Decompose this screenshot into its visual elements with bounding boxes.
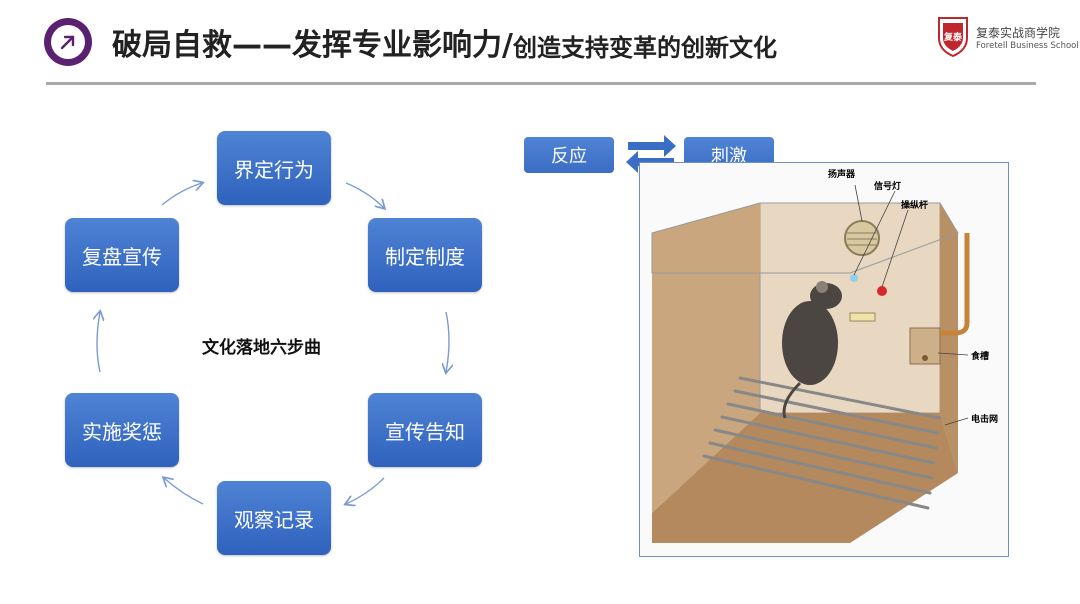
response-label: 反应 xyxy=(524,137,614,173)
annot-lever: 操纵杆 xyxy=(901,199,928,211)
cycle-arrow-5 xyxy=(164,478,204,505)
school-logo: 复泰 复泰实战商学院 Foretell Business School xyxy=(936,14,1079,62)
annot-electric-grid: 电击网 xyxy=(971,413,998,425)
annot-food-tray: 食槽 xyxy=(970,350,989,362)
page-title: 破局自救——发挥专业影响力/ 创造支持变革的创新文化 xyxy=(112,24,777,64)
skinner-box-image: 扬声器 信号灯 操纵杆 食槽 电击网 xyxy=(639,162,1009,557)
header-divider xyxy=(46,82,1036,85)
step-make-rules: 制定制度 xyxy=(368,218,482,292)
annot-signal-light: 信号灯 xyxy=(874,180,901,192)
step-announce: 宣传告知 xyxy=(368,393,482,467)
step-reward-punish: 实施奖惩 xyxy=(65,393,179,467)
school-name-en: Foretell Business School xyxy=(976,41,1079,51)
annot-speaker: 扬声器 xyxy=(828,168,856,180)
arrow-up-right-icon xyxy=(60,35,75,50)
step-define-behavior: 界定行为 xyxy=(217,131,331,205)
school-shield-icon: 复泰 xyxy=(938,17,968,58)
step-review-promote: 复盘宣传 xyxy=(65,218,179,292)
cycle-arrow-4 xyxy=(346,477,385,504)
cycle-center-label: 文化落地六步曲 xyxy=(202,338,321,358)
step-observe-record: 观察记录 xyxy=(217,481,331,555)
cycle-arrow-2 xyxy=(345,182,384,208)
skinner-box-illustration: 扬声器 信号灯 操纵杆 食槽 电击网 xyxy=(651,168,998,543)
school-seal-text: 复泰 xyxy=(943,31,963,43)
cycle-arrow-6 xyxy=(97,312,100,373)
logo-arrow-icon xyxy=(44,18,92,66)
cycle-arrow-3 xyxy=(446,311,449,372)
page-title-main: 破局自救——发挥专业影响力/ xyxy=(112,28,513,63)
page-title-sub: 创造支持变革的创新文化 xyxy=(512,34,777,62)
school-name-cn: 复泰实战商学院 xyxy=(976,26,1061,40)
cycle-arrow-1 xyxy=(161,183,202,206)
